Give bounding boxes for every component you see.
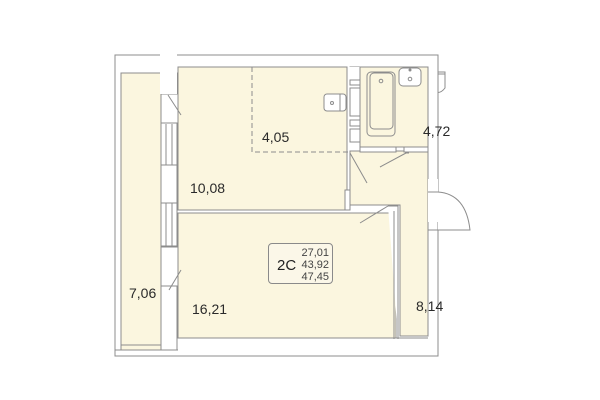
apartment-badge: 2C 27,01 43,92 47,45 xyxy=(268,243,333,284)
apartment-areas: 27,01 43,92 47,45 xyxy=(301,247,329,283)
total-area: 43,92 xyxy=(301,259,329,271)
room-area-kitchen: 10,08 xyxy=(190,180,226,196)
living-area: 27,01 xyxy=(301,247,329,259)
apartment-type-code: 2C xyxy=(277,257,297,274)
balcony-area xyxy=(120,72,162,351)
room-area-balcony: 7,06 xyxy=(129,285,157,301)
room-area-hallway: 8,14 xyxy=(416,298,444,314)
room-area-bathroom: 4,72 xyxy=(423,123,451,139)
total-area-with-balcony: 47,45 xyxy=(301,271,329,283)
room-area-dining: 4,05 xyxy=(262,129,290,145)
kitchen-floor xyxy=(177,66,348,211)
room-area-living: 16,21 xyxy=(192,301,228,317)
